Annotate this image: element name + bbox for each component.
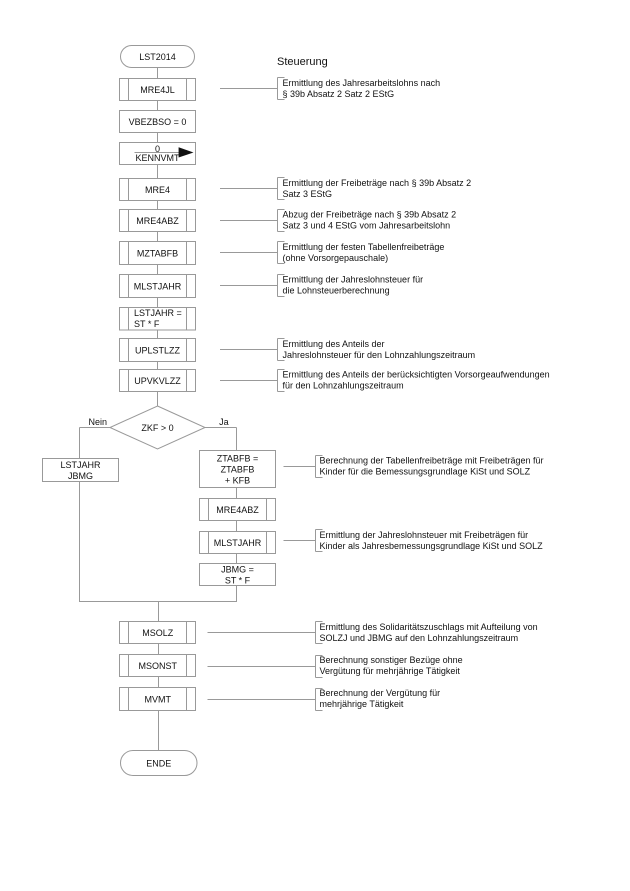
svg-text:Nein: Nein [89, 417, 108, 427]
svg-text:die Lohnsteuerberechnung: die Lohnsteuerberechnung [283, 286, 390, 296]
svg-text:ENDE: ENDE [146, 758, 171, 768]
svg-text:LSTJAHR =: LSTJAHR = [134, 308, 182, 318]
svg-text:Ermittlung des Anteils der: Ermittlung des Anteils der [283, 339, 385, 349]
svg-text:Ermittlung der Jahreslohnsteue: Ermittlung der Jahreslohnsteuer mit Frei… [320, 530, 529, 540]
svg-text:ZTABFB: ZTABFB [221, 464, 255, 474]
svg-text:Abzug der Freibeträge nach § 3: Abzug der Freibeträge nach § 39b Absatz … [283, 210, 457, 220]
svg-text:LST2014: LST2014 [139, 52, 176, 62]
svg-text:+ KFB: + KFB [225, 475, 250, 485]
svg-text:mehrjährige Tätigkeit: mehrjährige Tätigkeit [320, 699, 404, 709]
svg-text:JBMG =: JBMG = [221, 564, 254, 574]
svg-text:Vergütung für mehrjährige Täti: Vergütung für mehrjährige Tätigkeit [320, 666, 461, 676]
svg-text:§ 39b Absatz 2 Satz 2 EStG: § 39b Absatz 2 Satz 2 EStG [283, 89, 395, 99]
svg-text:ZTABFB =: ZTABFB = [217, 453, 259, 463]
svg-text:MRE4JL: MRE4JL [140, 85, 175, 95]
svg-text:Ja: Ja [219, 417, 229, 427]
svg-text:UPVKVLZZ: UPVKVLZZ [134, 376, 181, 386]
svg-text:Satz 3 EStG: Satz 3 EStG [283, 189, 333, 199]
svg-text:SOLZJ und JBMG auf den Lohnzah: SOLZJ und JBMG auf den Lohnzahlungszeitr… [320, 633, 519, 643]
svg-text:MSOLZ: MSOLZ [142, 628, 174, 638]
svg-text:VBEZBSO = 0: VBEZBSO = 0 [129, 117, 187, 127]
svg-text:MSONST: MSONST [138, 661, 177, 671]
svg-text:Berechnung der Tabellenfreibet: Berechnung der Tabellenfreibeträge mit F… [320, 456, 544, 466]
svg-text:Steuerung: Steuerung [277, 56, 328, 68]
svg-text:Kinder als Jahresbemessungsgru: Kinder als Jahresbemessungsgrundlage KiS… [320, 541, 544, 551]
svg-text:Ermittlung des Solidaritätszus: Ermittlung des Solidaritätszuschlags mit… [320, 622, 538, 632]
svg-text:Ermittlung des Anteils der ber: Ermittlung des Anteils der berücksichtig… [283, 369, 550, 379]
svg-text:MRE4ABZ: MRE4ABZ [216, 505, 259, 515]
svg-text:MRE4ABZ: MRE4ABZ [136, 216, 179, 226]
svg-text:Ermittlung der festen Tabellen: Ermittlung der festen Tabellenfreibeträg… [283, 242, 445, 252]
svg-text:Ermittlung der Jahreslohnsteue: Ermittlung der Jahreslohnsteuer für [283, 275, 424, 285]
svg-text:LSTJAHR: LSTJAHR [60, 460, 101, 470]
svg-text:Jahreslohnsteuer für den Lohnz: Jahreslohnsteuer für den Lohnzahlungszei… [283, 350, 476, 360]
svg-text:ZKF > 0: ZKF > 0 [141, 423, 173, 433]
svg-text:KENNVMT: KENNVMT [135, 153, 180, 163]
svg-text:MRE4: MRE4 [145, 185, 170, 195]
svg-text:Berechnung sonstiger Bezüge oh: Berechnung sonstiger Bezüge ohne [320, 655, 463, 665]
svg-text:Satz 3 und 4 EStG vom Jahresar: Satz 3 und 4 EStG vom Jahresarbeitslohn [283, 221, 451, 231]
svg-text:MZTABFB: MZTABFB [137, 248, 178, 258]
svg-text:ST * F: ST * F [225, 575, 251, 585]
svg-text:(ohne Vorsorgepauschale): (ohne Vorsorgepauschale) [283, 253, 389, 263]
svg-text:Ermittlung der Freibeträge nac: Ermittlung der Freibeträge nach § 39b Ab… [283, 178, 472, 188]
svg-text:0: 0 [155, 144, 160, 154]
svg-text:für den Lohnzahlungszeitraum: für den Lohnzahlungszeitraum [283, 380, 404, 390]
svg-text:JBMG: JBMG [68, 471, 93, 481]
svg-text:ST * F: ST * F [134, 319, 160, 329]
svg-text:MVMT: MVMT [145, 694, 172, 704]
svg-text:Kinder für die Bemessungsgrund: Kinder für die Bemessungsgrundlage KiSt … [320, 467, 531, 477]
svg-text:Ermittlung des Jahresarbeitslo: Ermittlung des Jahresarbeitslohns nach [283, 78, 441, 88]
svg-text:UPLSTLZZ: UPLSTLZZ [135, 345, 181, 355]
svg-text:Berechnung der Vergütung für: Berechnung der Vergütung für [320, 688, 441, 698]
svg-text:MLSTJAHR: MLSTJAHR [134, 281, 182, 291]
svg-text:MLSTJAHR: MLSTJAHR [214, 538, 262, 548]
